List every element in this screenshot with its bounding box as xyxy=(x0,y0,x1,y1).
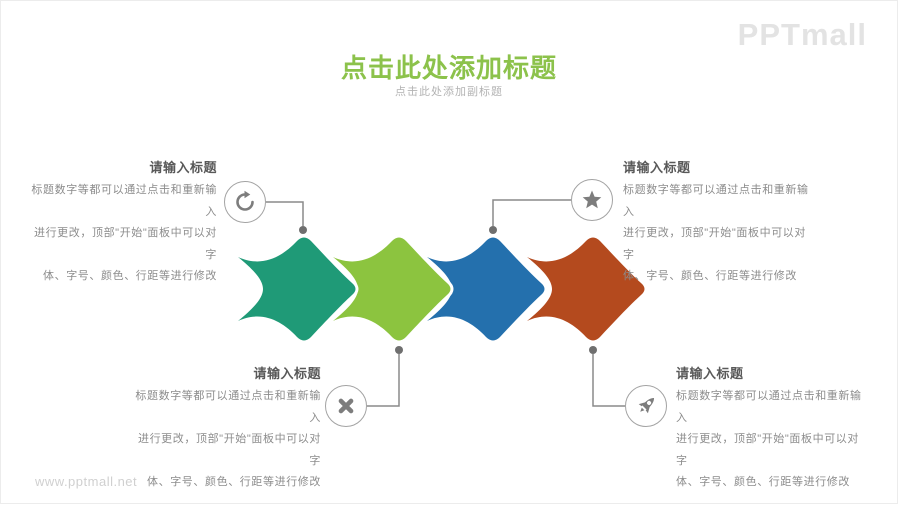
step-1-title[interactable]: 请输入标题 xyxy=(149,160,217,175)
connector-step-2 xyxy=(367,354,400,407)
connector-step-1 xyxy=(266,201,304,226)
step-4-icon-circle[interactable] xyxy=(625,385,667,427)
connector-step-3 xyxy=(492,199,571,226)
slide-subtitle-placeholder[interactable]: 点击此处添加副标题 xyxy=(395,86,503,98)
step-2-text-block[interactable]: 请输入标题 标题数字等都可以通过点击和重新输入 进行更改，顶部"开始"面板中可以… xyxy=(131,364,321,494)
step-3-body-line: 体、字号、颜色、行距等进行修改 xyxy=(623,270,797,282)
step-2-body-line: 进行更改，顶部"开始"面板中可以对字 xyxy=(137,433,321,467)
step-4-body-line: 标题数字等都可以通过点击和重新输入 xyxy=(676,390,862,424)
step-1-body-line: 进行更改，顶部"开始"面板中可以对字 xyxy=(33,227,217,261)
connector-dots xyxy=(299,226,597,354)
step-1-text-block[interactable]: 请输入标题 标题数字等都可以通过点击和重新输入 进行更改，顶部"开始"面板中可以… xyxy=(29,158,217,288)
step-3-body-line: 进行更改，顶部"开始"面板中可以对字 xyxy=(623,227,807,261)
step-2-body-line: 体、字号、颜色、行距等进行修改 xyxy=(147,476,321,488)
step-3-text-block[interactable]: 请输入标题 标题数字等都可以通过点击和重新输入 进行更改，顶部"开始"面板中可以… xyxy=(623,158,815,288)
step-2-title[interactable]: 请输入标题 xyxy=(253,366,321,381)
step-4-body-line: 进行更改，顶部"开始"面板中可以对字 xyxy=(676,433,860,467)
close-icon xyxy=(338,398,354,414)
step-4-title[interactable]: 请输入标题 xyxy=(676,366,744,381)
step-3-icon-circle[interactable] xyxy=(571,179,613,221)
connector-step-4 xyxy=(592,354,625,407)
step-4-body-line: 体、字号、颜色、行距等进行修改 xyxy=(676,476,850,488)
site-watermark: www.pptmall.net xyxy=(35,474,138,489)
step-2-body-line: 标题数字等都可以通过点击和重新输入 xyxy=(135,390,321,424)
connector-lines xyxy=(266,199,625,407)
step-3-body-line: 标题数字等都可以通过点击和重新输入 xyxy=(623,184,809,218)
slide-title-placeholder[interactable]: 点击此处添加标题 xyxy=(340,53,557,83)
step-1-body-line: 体、字号、颜色、行距等进行修改 xyxy=(43,270,217,282)
rocket-icon xyxy=(638,397,655,414)
step-2-icon-circle[interactable] xyxy=(325,385,367,427)
arrow-step-1[interactable] xyxy=(238,238,356,341)
refresh-icon xyxy=(236,190,254,211)
step-4-text-block[interactable]: 请输入标题 标题数字等都可以通过点击和重新输入 进行更改，顶部"开始"面板中可以… xyxy=(676,364,868,494)
step-3-title[interactable]: 请输入标题 xyxy=(623,160,691,175)
step-1-body-line: 标题数字等都可以通过点击和重新输入 xyxy=(31,184,217,218)
step-1-icon-circle[interactable] xyxy=(224,181,266,223)
star-icon xyxy=(582,190,602,209)
pptmall-logo: PPTmall xyxy=(737,17,867,52)
